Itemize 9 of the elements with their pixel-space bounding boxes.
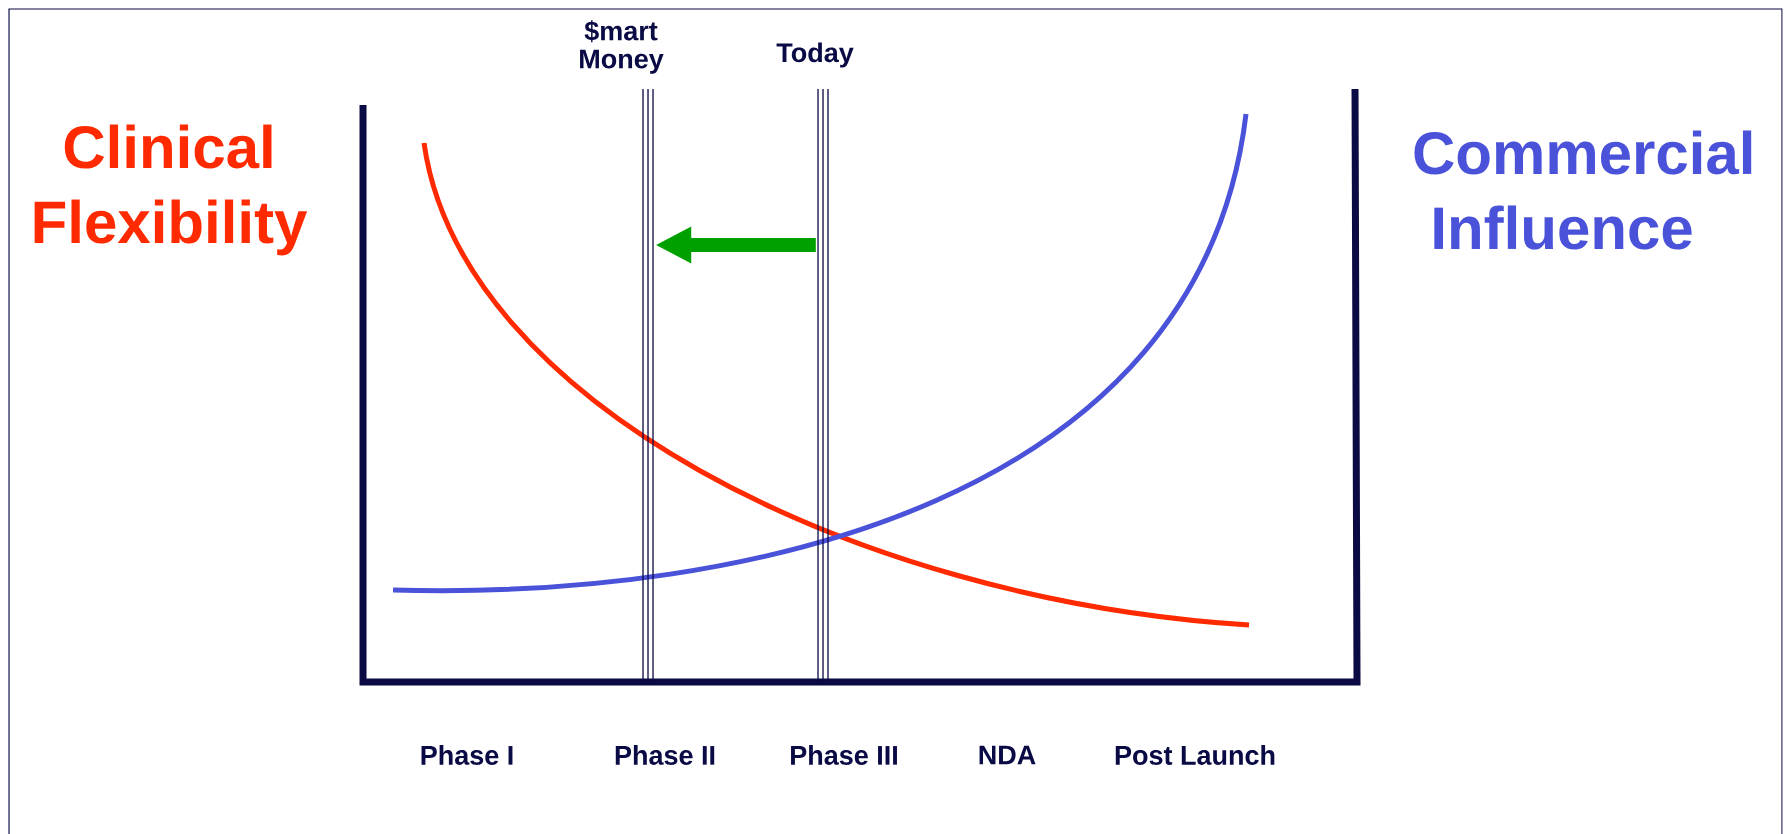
phase-label: Phase II [615,745,715,765]
phase-label: Post Launch [1115,745,1275,765]
phase-label: Phase III [791,745,897,765]
axis-title: Clinical Flexibility [34,124,308,256]
phase-label: NDA [979,745,1036,765]
phase-label: Phase I [421,745,513,765]
axis-title: Commercial Influence [1414,130,1752,250]
marker-heading: $mart Money [580,20,664,74]
marker-heading: Today [776,42,854,68]
